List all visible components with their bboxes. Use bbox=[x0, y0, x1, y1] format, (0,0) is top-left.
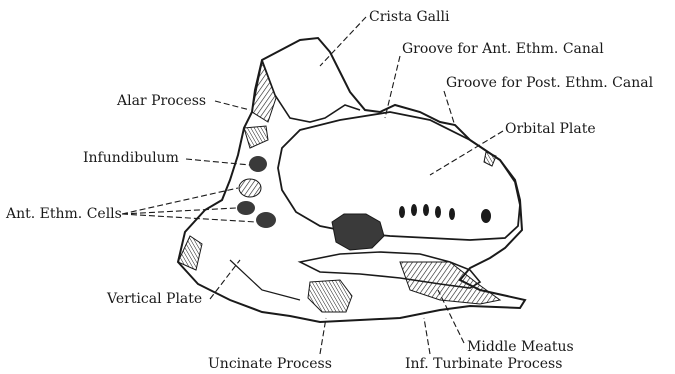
ethmoid-cavity bbox=[332, 214, 384, 250]
label-vertical-plate: Vertical Plate bbox=[107, 291, 202, 307]
leader-ant-ethm-cell-b bbox=[122, 208, 236, 214]
leader-uncinate bbox=[320, 318, 326, 354]
leader-ant-ethm-cell-c bbox=[122, 214, 256, 222]
label-groove-ant-ethm-canal: Groove for Ant. Ethm. Canal bbox=[402, 41, 604, 57]
ant-ethm-cell-2 bbox=[237, 201, 255, 215]
crista-galli-shape bbox=[262, 60, 360, 122]
alar-process-shape bbox=[244, 126, 268, 148]
label-crista-galli: Crista Galli bbox=[369, 9, 449, 25]
leader-crista-galli bbox=[320, 17, 366, 66]
orbital-plate-mark bbox=[484, 152, 496, 166]
label-alar-process: Alar Process bbox=[117, 93, 206, 109]
label-uncinate-process: Uncinate Process bbox=[208, 356, 332, 372]
ant-ethm-cell-3 bbox=[256, 212, 276, 228]
leader-groove-ant bbox=[385, 56, 400, 118]
label-middle-meatus: Middle Meatus bbox=[467, 339, 574, 355]
vertical-plate-contour bbox=[230, 260, 300, 300]
label-ant-ethm-cells: Ant. Ethm. Cells bbox=[6, 206, 122, 222]
label-orbital-plate: Orbital Plate bbox=[505, 121, 596, 137]
crista-galli-shading bbox=[252, 62, 276, 122]
inf-turbinate-shading bbox=[400, 262, 500, 304]
leader-groove-post bbox=[444, 91, 455, 126]
label-groove-post-ethm-canal: Groove for Post. Ethm. Canal bbox=[446, 75, 653, 91]
infundibulum-cell bbox=[249, 156, 267, 172]
cell-openings bbox=[399, 204, 491, 223]
leader-alar-process bbox=[215, 101, 250, 110]
ant-ethm-cell-1 bbox=[239, 179, 261, 197]
uncinate-process-shading bbox=[308, 280, 352, 312]
label-inf-turbinate-process: Inf. Turbinate Process bbox=[405, 356, 562, 372]
leader-inf-turbinate bbox=[424, 318, 430, 354]
leader-infundibulum bbox=[186, 159, 250, 165]
label-infundibulum: Infundibulum bbox=[83, 150, 179, 166]
